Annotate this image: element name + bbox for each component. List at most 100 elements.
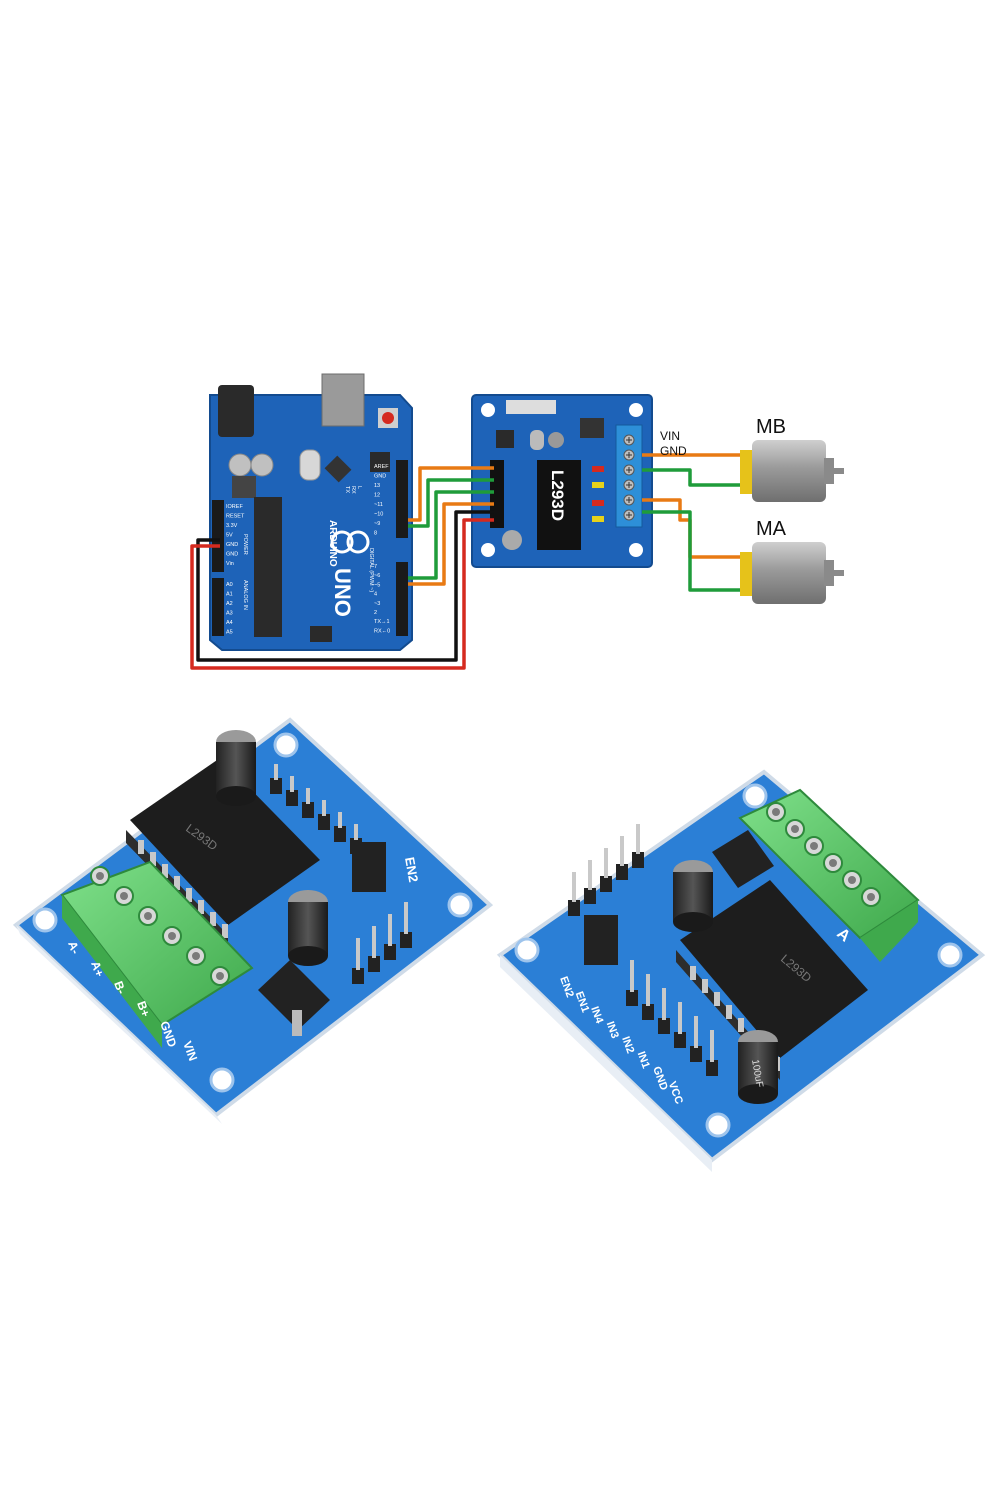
header-pin — [352, 938, 364, 984]
analog-pin-label: A2 — [226, 601, 233, 607]
terminal-screw — [842, 870, 862, 890]
chip-pin — [690, 966, 696, 980]
power-pin-label: GND — [226, 542, 238, 548]
pin-label: IN3 — [604, 1020, 621, 1040]
header-pin — [706, 1030, 718, 1076]
digital-pin-label: ~11 — [374, 502, 383, 508]
rx-label: RX — [350, 486, 356, 494]
chip-pin — [198, 900, 204, 914]
l-label: L — [356, 486, 362, 489]
chip-pin — [738, 1018, 744, 1032]
terminal-screw — [823, 853, 843, 873]
analog-pin-label: A0 — [226, 582, 233, 588]
digital-pin-label: GND — [374, 474, 386, 480]
terminal-label: VIN — [180, 1039, 200, 1063]
analog-pin-label: A4 — [226, 620, 233, 626]
analog-pin-label: A1 — [226, 592, 233, 598]
digital-pin-label: AREF — [374, 464, 389, 470]
power-pin-label: Vin — [226, 561, 234, 567]
header-pin — [642, 974, 654, 1020]
mb-label: MB — [756, 416, 786, 438]
wires — [190, 453, 740, 670]
header-pin — [568, 872, 580, 916]
power-pin-label: 5V — [226, 533, 233, 539]
power-header — [212, 500, 224, 572]
arduino-logo — [330, 530, 370, 554]
terminal-screw — [90, 866, 110, 886]
chip-label: L293D — [548, 470, 567, 521]
terminal-screw — [623, 464, 635, 476]
l293d-chip — [537, 460, 581, 550]
digital-pin-label: RX←0 — [374, 628, 390, 634]
digital-header-upper — [396, 460, 408, 538]
digital-pin-label: ~9 — [374, 521, 380, 527]
arduino-brand-text: ARDUINO — [327, 520, 338, 567]
power-pin-label: GND — [226, 552, 238, 558]
en-jumper — [352, 842, 386, 892]
header-pin — [270, 764, 282, 794]
header-pin — [626, 960, 638, 1006]
header-pin — [674, 1002, 686, 1048]
digital-pin-label: ~3 — [374, 601, 380, 607]
digital-pin-label: 12 — [374, 493, 380, 499]
atmega-chip — [254, 497, 282, 637]
header-pin — [632, 824, 644, 868]
digital-pin-label: ~6 — [374, 573, 380, 579]
header-pin — [616, 836, 628, 880]
digital-pin-label: 4 — [374, 592, 377, 598]
digital-header-lower — [396, 562, 408, 636]
terminal-screw — [623, 449, 635, 461]
terminal-screw — [623, 509, 635, 521]
terminal-label: A+ — [88, 959, 107, 979]
pin-label: IN2 — [619, 1035, 636, 1055]
terminal-screw — [162, 926, 182, 946]
motor-ma — [740, 542, 844, 604]
power-pin-label: IOREF — [226, 504, 243, 510]
right-jumper — [584, 915, 618, 965]
chip-pin — [162, 864, 168, 878]
terminal-label: B+ — [134, 999, 153, 1019]
pin-label: IN1 — [635, 1050, 652, 1070]
terminal-label: A- — [65, 939, 82, 956]
header-pin — [302, 788, 314, 818]
terminal-screw — [623, 434, 635, 446]
terminal-label: B- — [111, 979, 128, 996]
terminal-screw — [766, 802, 786, 822]
terminal-screw — [804, 836, 824, 856]
arduino-uno-board: ARDUINO UNO TX RX L IOREFRESET3.3V5VGNDG… — [209, 373, 413, 651]
arduino-model-text: UNO — [330, 568, 355, 617]
terminal-screw — [210, 966, 230, 986]
header-pin — [384, 914, 396, 960]
l293d-driver-module: L293D — [471, 394, 653, 568]
chip-pin — [150, 852, 156, 866]
terminal-screw — [186, 946, 206, 966]
power-pin-label: RESET — [226, 514, 245, 520]
chip-pin — [714, 992, 720, 1006]
chip-pin — [174, 876, 180, 890]
power-jack — [218, 385, 254, 437]
terminal-screw — [138, 906, 158, 926]
analog-pin-label: A3 — [226, 611, 233, 617]
digital-pin-label: 7 — [374, 564, 377, 570]
digital-pin-label: 13 — [374, 483, 380, 489]
header-pin — [600, 848, 612, 892]
analog-header — [212, 578, 224, 636]
tx-label: TX — [344, 486, 350, 493]
digital-pin-label: TX→1 — [374, 619, 390, 625]
terminal-screw — [623, 479, 635, 491]
header-pin — [334, 812, 346, 842]
pin-label: IN4 — [588, 1005, 605, 1026]
motor-mb — [740, 440, 844, 502]
chip-pin — [210, 912, 216, 926]
header-pin — [400, 902, 412, 948]
terminal-screw — [623, 494, 635, 506]
analog-pin-label: A5 — [226, 630, 233, 636]
ma-label: MA — [756, 518, 787, 540]
digital-pin-label: ~5 — [374, 582, 380, 588]
vin-label: VIN — [660, 429, 680, 443]
chip-pin — [186, 888, 192, 902]
terminal-screw — [785, 819, 805, 839]
